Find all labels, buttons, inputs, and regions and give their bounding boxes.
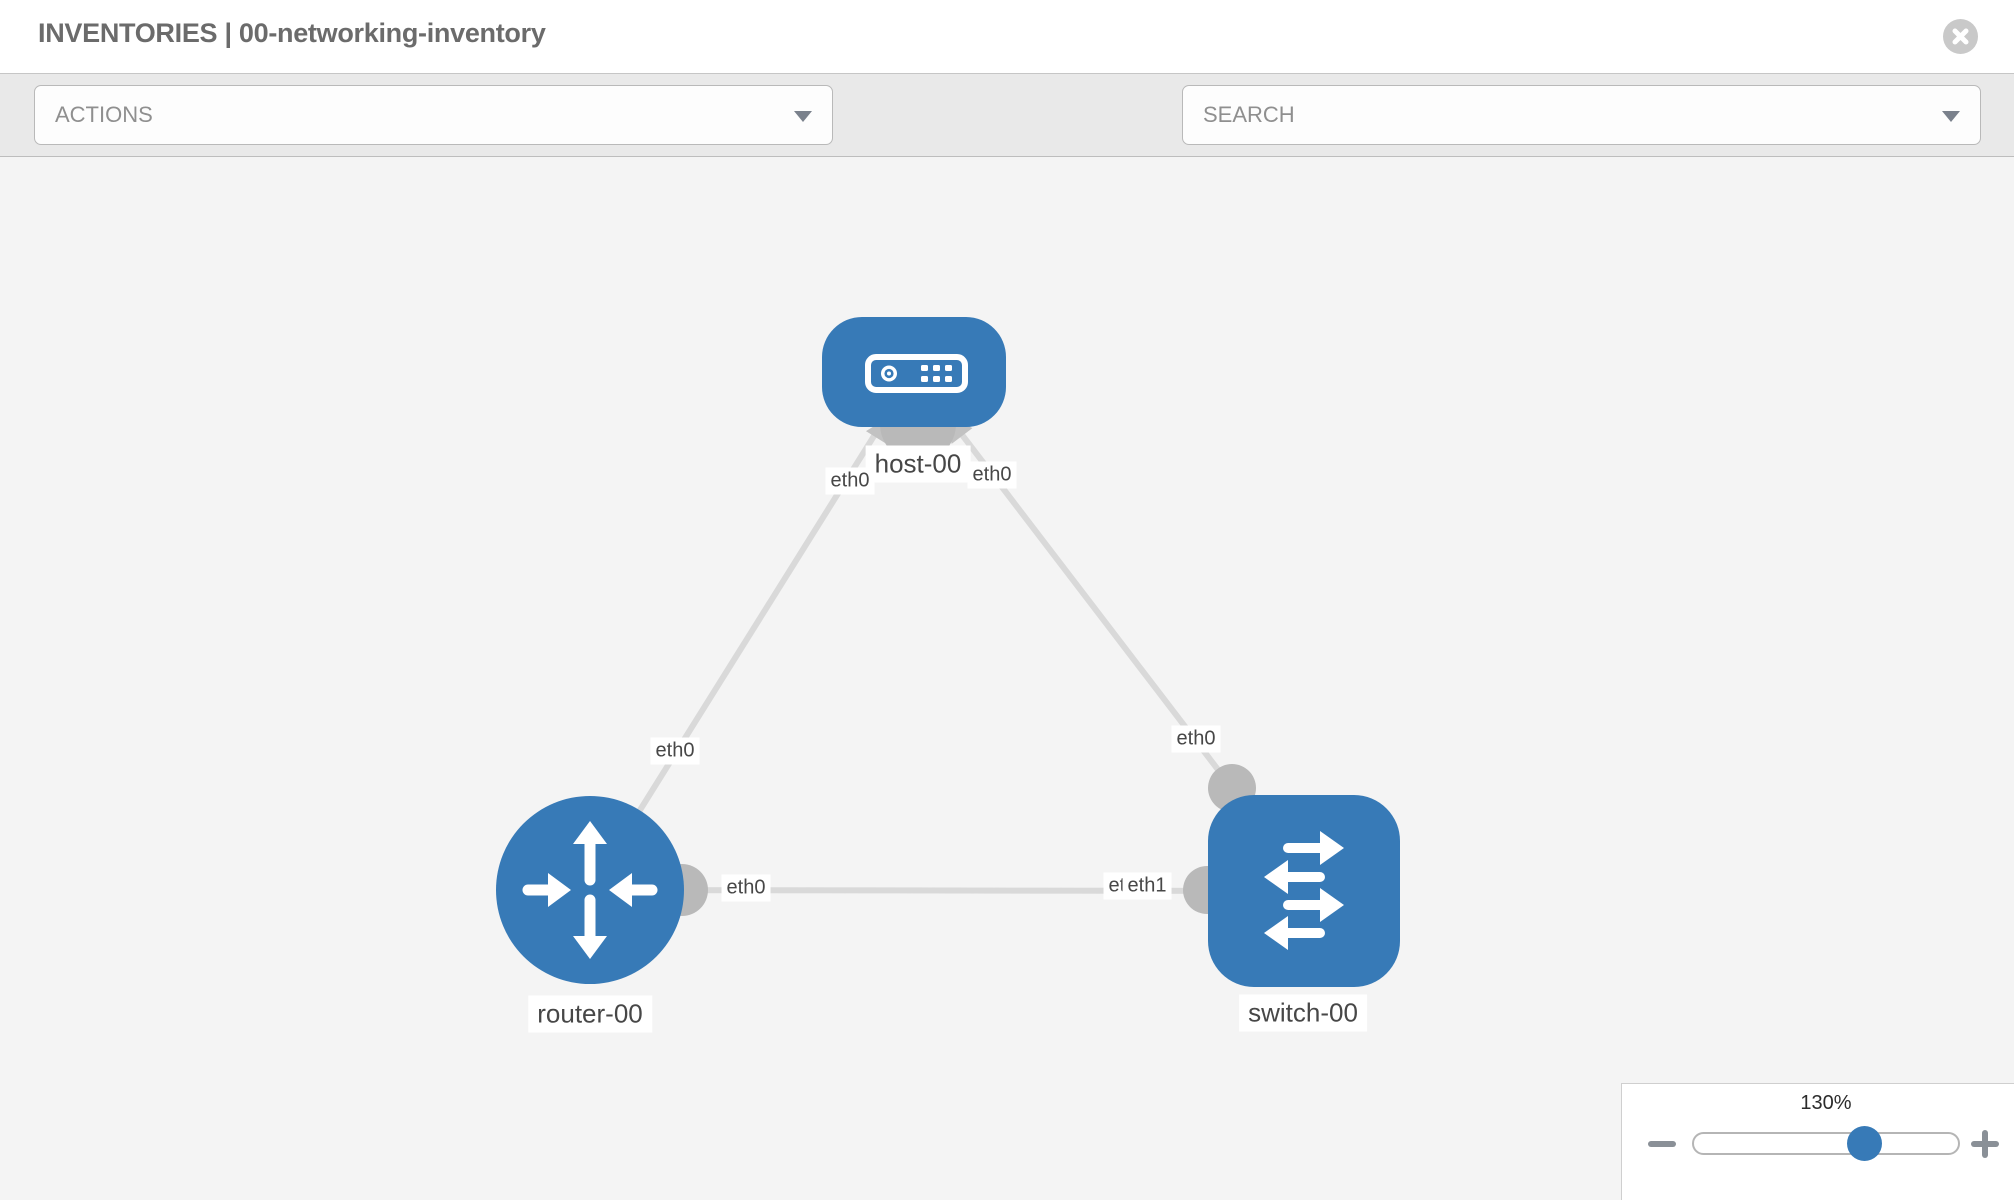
- node-host-00[interactable]: [822, 317, 1006, 427]
- search-input-placeholder: SEARCH: [1203, 102, 1295, 127]
- router-icon: [522, 821, 658, 959]
- node-label-router: router-00: [528, 995, 652, 1033]
- switch-icon: [1264, 831, 1344, 950]
- zoom-level-value: 130%: [1800, 1092, 1852, 1114]
- zoom-slider-track[interactable]: [1692, 1132, 1960, 1155]
- node-router-00[interactable]: [496, 796, 684, 984]
- zoom-out-button[interactable]: [1648, 1130, 1676, 1158]
- zoom-panel: 130%: [1621, 1083, 2014, 1200]
- close-button[interactable]: [1943, 19, 1978, 54]
- if-label-host-eth0-right: eth0: [967, 461, 1017, 489]
- close-icon: [1952, 28, 1969, 45]
- chevron-down-icon: [794, 111, 812, 122]
- zoom-slider-thumb[interactable]: [1847, 1126, 1882, 1161]
- link-host-switch[interactable]: [911, 370, 1235, 790]
- node-label-switch: switch-00: [1239, 994, 1367, 1032]
- if-label-switch-eth0: eth0: [1171, 725, 1221, 753]
- if-label-router-eth0: eth0: [721, 874, 771, 902]
- search-dropdown[interactable]: SEARCH: [1182, 85, 1981, 145]
- node-switch-00[interactable]: [1208, 795, 1400, 987]
- link-host-router[interactable]: [587, 370, 917, 892]
- if-label-host-eth0-left: eth0: [825, 467, 875, 495]
- topology-canvas[interactable]: host-00 router-00 switch-00 eth0 eth0 et…: [0, 157, 2014, 1200]
- panel-header: INVENTORIES | 00-networking-inventory: [0, 0, 2014, 73]
- minus-icon: [1648, 1141, 1676, 1147]
- if-label-switch-eth1-over: eth1: [1122, 872, 1172, 900]
- chevron-down-icon: [1942, 111, 1960, 122]
- plus-icon: [1971, 1130, 1999, 1158]
- toolbar: ACTIONS SEARCH: [0, 73, 2014, 200]
- actions-dropdown-label: ACTIONS: [55, 102, 153, 127]
- page-title: INVENTORIES | 00-networking-inventory: [38, 18, 546, 48]
- host-icon: [865, 354, 968, 393]
- node-label-host: host-00: [865, 445, 971, 483]
- if-label-router-uplink-eth0: eth0: [650, 737, 700, 765]
- actions-dropdown[interactable]: ACTIONS: [34, 85, 833, 145]
- zoom-in-button[interactable]: [1971, 1130, 1999, 1158]
